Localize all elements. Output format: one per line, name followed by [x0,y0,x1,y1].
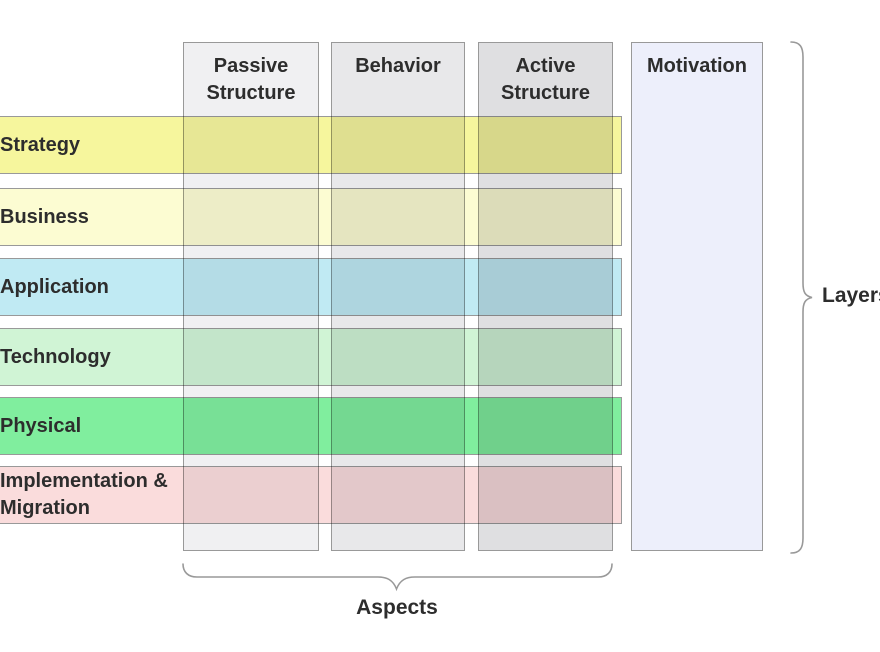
aspects-brace [182,563,613,592]
layer-row-strategy [0,116,622,174]
layer-row-application [0,258,622,316]
layer-row-label: Physical [0,414,82,437]
aspect-column-label: Passive Structure [206,55,296,104]
layer-row-label: Application [0,275,109,298]
layers-brace [790,41,813,554]
layer-row-business [0,188,622,246]
motivation-column-label: Motivation [647,55,747,77]
layers-brace-label: Layers [822,284,880,307]
layer-row-label: Technology [0,345,111,368]
layer-row-label: Strategy [0,133,81,156]
layer-row-label: Implementation & Migration [0,470,168,519]
aspects-brace-label: Aspects [356,596,438,619]
layer-row-label: Business [0,205,89,228]
layer-row-physical [0,397,622,455]
aspect-column-label: Behavior [355,55,441,77]
motivation-column: Motivation [631,42,763,551]
layer-row-implementation-migration [0,466,622,524]
aspect-column-label: Active Structure [501,55,590,104]
layer-row-technology [0,328,622,386]
